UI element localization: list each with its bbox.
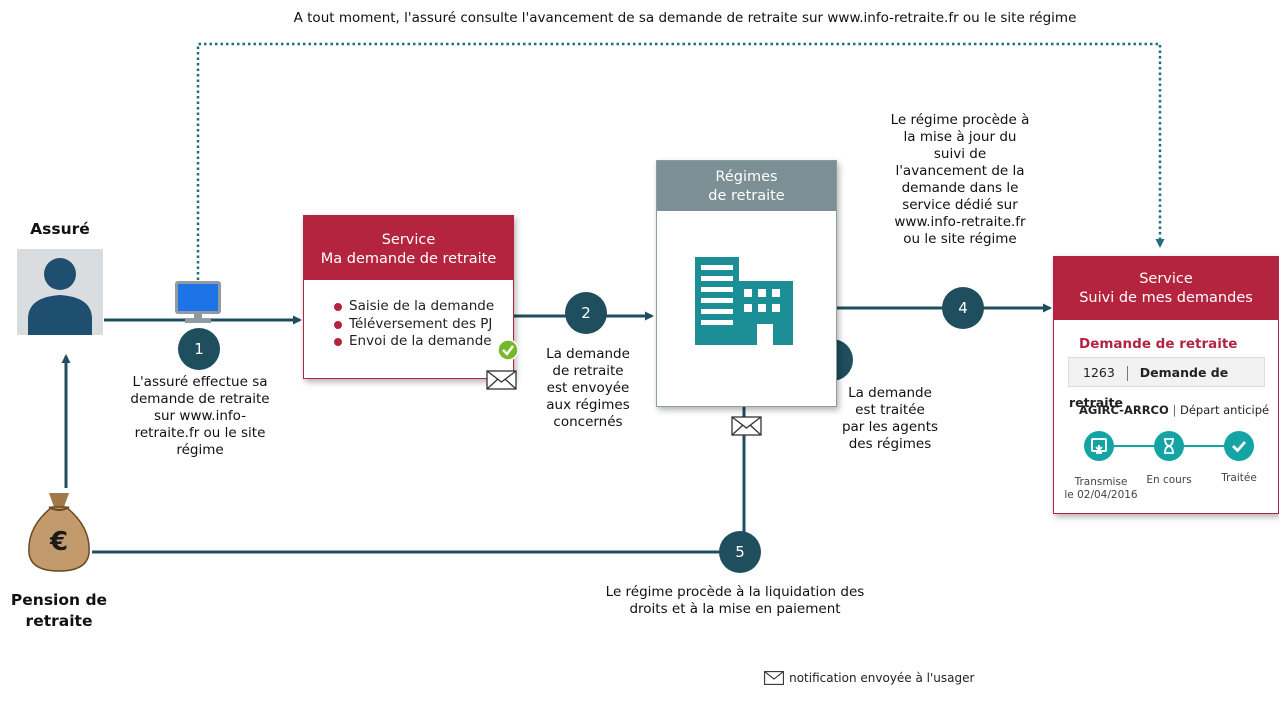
top-caption: A tout moment, l'assuré consulte l'avanc… bbox=[293, 10, 1077, 26]
step-2-badge: 2 bbox=[565, 292, 607, 334]
status-en-cours: En cours bbox=[1146, 474, 1192, 486]
service-suivi-box: Service Suivi de mes demandes Demande de… bbox=[1053, 256, 1279, 514]
envelope-icon bbox=[731, 416, 762, 436]
request-meta: AGIRC-ARRCO | Départ anticipé bbox=[1079, 403, 1270, 417]
status-traitee: Traitée bbox=[1221, 472, 1257, 484]
step-2-caption: La demande de retraite est envoyée aux r… bbox=[546, 346, 630, 430]
regimes-header: Régimes de retraite bbox=[657, 161, 836, 211]
list-item: Saisie de la demande bbox=[331, 298, 513, 316]
computer-icon bbox=[170, 280, 226, 324]
regimes-box: Régimes de retraite bbox=[656, 160, 837, 407]
departure-type: Départ anticipé bbox=[1179, 403, 1270, 417]
transmit-icon bbox=[1084, 431, 1114, 461]
step-3-caption: La demande est traitée par les agents de… bbox=[841, 385, 939, 452]
legend: notification envoyée à l'usager bbox=[764, 667, 974, 686]
step-5-badge: 5 bbox=[719, 531, 761, 573]
card-title: Demande de retraite bbox=[1079, 336, 1238, 352]
check-icon bbox=[497, 339, 519, 361]
envelope-icon bbox=[764, 670, 784, 685]
service-suivi-header: Service Suivi de mes demandes bbox=[1054, 257, 1278, 320]
list-item: Téléversement des PJ bbox=[331, 316, 513, 334]
request-id: 1263 bbox=[1083, 365, 1115, 380]
step-4-badge: 4 bbox=[942, 287, 984, 329]
divider bbox=[1126, 366, 1128, 381]
assure-label: Assuré bbox=[30, 220, 90, 238]
step-5-caption: Le régime procède à la liquidation des d… bbox=[605, 584, 865, 617]
service-demande-header: Service Ma demande de retraite bbox=[304, 216, 513, 280]
request-id-row: 1263 Demande de retraite bbox=[1068, 357, 1265, 410]
dotted-consultation-line bbox=[196, 42, 1165, 280]
service-demande-list: Saisie de la demande Téléversement des P… bbox=[331, 298, 513, 351]
legend-text: notification envoyée à l'usager bbox=[789, 671, 975, 685]
done-check-icon bbox=[1224, 431, 1254, 461]
hourglass-icon bbox=[1154, 431, 1184, 461]
status-transmise: Transmise le 02/04/2016 bbox=[1064, 476, 1138, 501]
building-icon bbox=[693, 253, 795, 345]
envelope-icon bbox=[486, 370, 517, 390]
list-item: Envoi de la demande bbox=[331, 333, 513, 351]
person-icon bbox=[17, 249, 103, 335]
organization: AGIRC-ARRCO bbox=[1079, 403, 1169, 417]
money-bag-icon: € bbox=[25, 487, 93, 573]
step-4-caption: Le régime procède à la mise à jour du su… bbox=[890, 112, 1030, 247]
step-1-badge: 1 bbox=[178, 328, 220, 370]
euro-symbol: € bbox=[49, 527, 69, 557]
pension-label: Pension de retraite bbox=[10, 591, 108, 630]
request-type: Demande de retraite bbox=[1069, 365, 1229, 410]
service-demande-box: Service Ma demande de retraite Saisie de… bbox=[303, 215, 514, 379]
step-1-caption: L'assuré effectue sa demande de retraite… bbox=[130, 374, 270, 458]
